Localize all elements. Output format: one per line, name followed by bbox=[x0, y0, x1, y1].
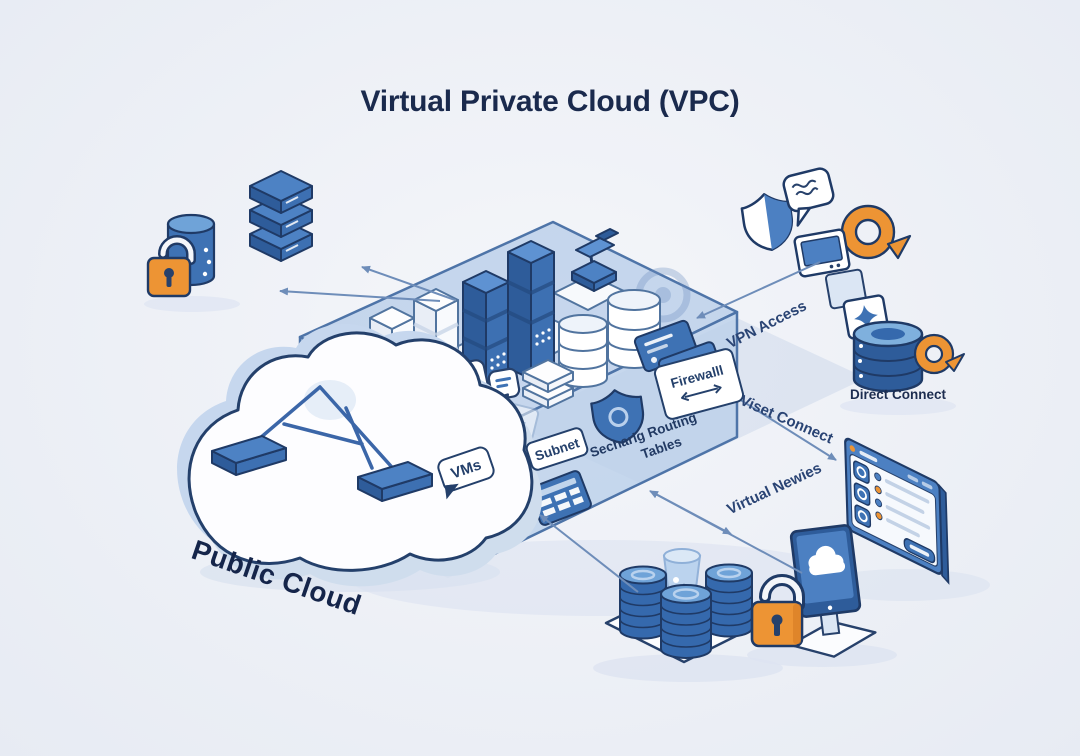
public-cloud-icon bbox=[177, 323, 542, 587]
storage-slabs-icon bbox=[522, 359, 574, 409]
arrow-vpn-access bbox=[696, 261, 821, 319]
cloud-monitor-icon bbox=[789, 524, 877, 658]
double-arrow-icon bbox=[681, 384, 722, 402]
dashboard-window-icon bbox=[844, 437, 950, 585]
coin-stacks-icon bbox=[604, 548, 764, 664]
locked-database-icon bbox=[146, 213, 216, 298]
arrow-to-lock-db bbox=[279, 287, 441, 302]
security-shield-icon bbox=[590, 389, 645, 444]
vms-label-text: VMs bbox=[448, 455, 484, 483]
printer-device-icon bbox=[571, 228, 619, 292]
page-title: Virtual Private Cloud (VPC) bbox=[360, 85, 740, 118]
padlock-icon bbox=[146, 235, 196, 298]
padlock-icon bbox=[750, 574, 805, 648]
arrow-virtual-newies-down bbox=[651, 491, 732, 535]
database-cluster-icon bbox=[852, 320, 924, 393]
direct-connect-label: Direct Connect bbox=[849, 387, 947, 402]
arrow-to-servers bbox=[361, 265, 456, 301]
sync-arrow-icon bbox=[840, 204, 912, 260]
network-frame-icon bbox=[211, 385, 433, 502]
firewall-label: Firewalll bbox=[652, 346, 746, 422]
sync-arrow-icon bbox=[913, 333, 965, 375]
subnet-label-text: Subnet bbox=[532, 434, 582, 464]
shield-half-icon bbox=[740, 193, 794, 251]
arrow-db-to-box bbox=[539, 514, 639, 593]
message-scribble-icon bbox=[782, 167, 835, 227]
server-stack-icon bbox=[249, 170, 313, 262]
